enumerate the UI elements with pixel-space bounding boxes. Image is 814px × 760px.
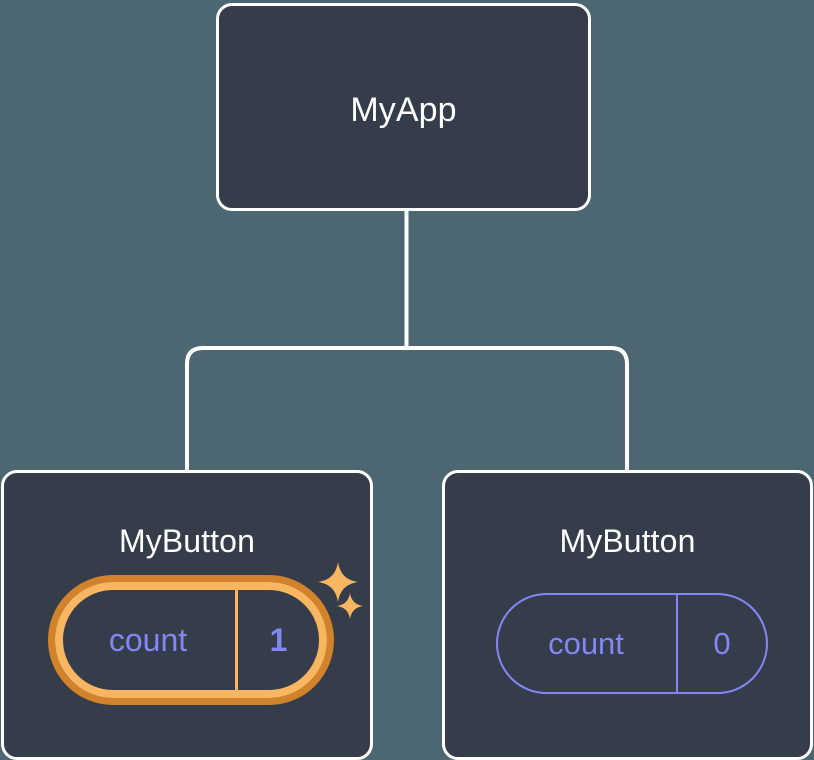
state-key-label: count <box>548 626 624 661</box>
state-value-label: 0 <box>713 626 731 661</box>
state-pill-divider <box>676 595 678 692</box>
connector-child-branches <box>185 346 629 470</box>
state-pill-highlighted[interactable]: count 1 <box>48 575 334 705</box>
state-key-label: count <box>108 622 188 658</box>
sparkle-large-icon <box>318 562 358 602</box>
node-card-root[interactable]: MyApp <box>216 3 591 211</box>
state-pill-inner-ring: count 1 <box>55 582 327 698</box>
state-pill-plain[interactable]: count 0 <box>496 593 768 694</box>
node-label-child-left: MyButton <box>119 523 255 559</box>
node-label-child-right: MyButton <box>559 523 696 559</box>
node-card-child-left[interactable]: MyButton count 1 <box>1 470 373 760</box>
node-card-child-right[interactable]: MyButton count 0 <box>442 470 813 760</box>
state-value-label: 1 <box>269 622 288 658</box>
state-pill-divider <box>235 590 238 690</box>
node-label-root: MyApp <box>350 91 457 129</box>
sparkle-small-icon <box>337 593 363 619</box>
diagram-canvas: MyApp MyButton count 1 MyButton count 0 <box>1 3 813 760</box>
